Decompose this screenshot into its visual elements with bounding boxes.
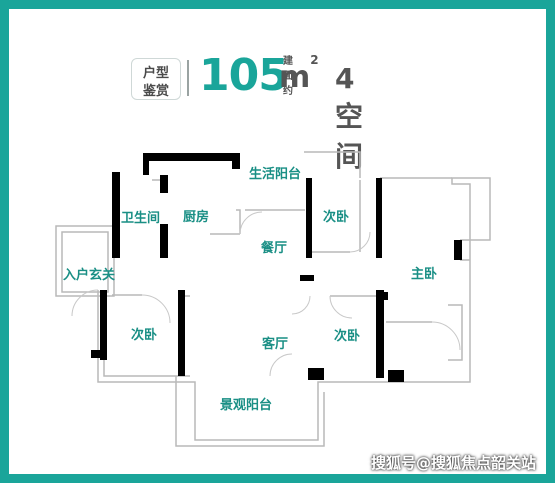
room-bedroom-mid: 次卧 [334, 329, 361, 344]
room-kitchen: 厨房 [183, 210, 210, 225]
room-bedroom-top: 次卧 [323, 210, 350, 225]
watermark: 搜狐号@搜狐焦点韶关站 [371, 454, 537, 472]
door-swings [71, 211, 461, 377]
area-value: 105 [199, 50, 289, 101]
walls [91, 153, 462, 382]
room-count: 4空间 [335, 62, 364, 173]
area-note: 建面约 [283, 56, 293, 97]
area-unit: m2 [279, 53, 319, 95]
tag-line-2: 鉴赏 [142, 84, 169, 99]
header-divider [187, 60, 189, 96]
room-bathroom: 卫生间 [121, 211, 161, 226]
outline-lines [55, 151, 491, 447]
room-bedroom-left: 次卧 [131, 328, 158, 343]
layout-tag: 户型 鉴赏 [131, 58, 181, 100]
room-living: 客厅 [262, 337, 289, 352]
unit-text: m [279, 60, 311, 95]
tag-line-1: 户型 [142, 66, 169, 81]
room-balcony-life: 生活阳台 [249, 167, 302, 182]
room-master-bedroom: 主卧 [411, 267, 438, 282]
room-entrance: 入户玄关 [63, 268, 116, 283]
room-dining: 餐厅 [261, 241, 288, 256]
unit-sup: 2 [310, 53, 319, 67]
room-balcony-view: 景观阳台 [220, 398, 273, 413]
